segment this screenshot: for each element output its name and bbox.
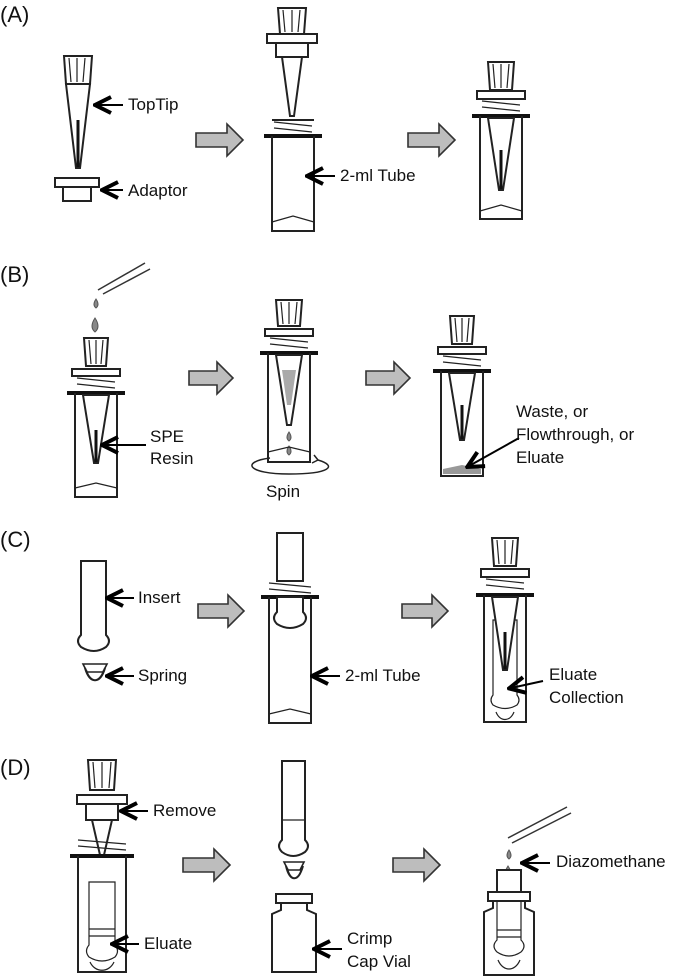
step-arrows <box>182 122 457 883</box>
vial-label-line1: Crimp <box>347 929 393 948</box>
outflow-label-line1: Waste, or <box>516 402 589 421</box>
tube-label-a: 2-ml Tube <box>340 166 416 185</box>
insert <box>77 560 110 652</box>
tube-b1 <box>67 337 125 498</box>
step-arrow-d2 <box>392 847 442 883</box>
panel-label-a: (A) <box>0 2 30 27</box>
insert-d2 <box>278 760 309 880</box>
tube-d1 <box>70 759 134 973</box>
resin-label-line2: Resin <box>150 449 194 468</box>
resin-label-line1: SPE <box>150 427 185 446</box>
step-arrow-a2 <box>407 122 457 158</box>
reagent-label: Diazomethane <box>556 852 666 871</box>
assembled-a3 <box>472 61 530 220</box>
collection-label-line2: Collection <box>549 688 624 707</box>
tube-c3 <box>476 537 534 723</box>
adaptor-label: Adaptor <box>128 181 188 200</box>
panel-a <box>54 7 530 232</box>
crimp-cap-vial <box>271 893 317 973</box>
step-arrow-c2 <box>401 593 450 629</box>
spring-label: Spring <box>138 666 188 685</box>
panel-label-c: (C) <box>0 527 31 552</box>
toptip-label: TopTip <box>128 95 179 114</box>
collection-label-line1: Eluate <box>549 665 598 684</box>
step-arrow-d1 <box>182 847 232 883</box>
step-arrow-b2 <box>365 360 412 396</box>
panel-label-b: (B) <box>0 262 30 287</box>
tube-label-c: 2-ml Tube <box>345 666 421 685</box>
tube-b3 <box>433 315 491 477</box>
outflow-label-line2: Flowthrough, or <box>516 425 635 444</box>
panel-label-d: (D) <box>0 755 31 780</box>
eluate-label: Eluate <box>144 934 193 953</box>
step-arrow-b1 <box>188 360 235 396</box>
toptip-a1 <box>62 55 94 169</box>
step-arrow-a1 <box>195 122 245 158</box>
panel-c <box>77 532 544 724</box>
vial-label-line2: Cap Vial <box>347 952 411 971</box>
outflow-label-line3: Eluate <box>516 448 565 467</box>
remove-label: Remove <box>153 801 217 820</box>
tube-c2 <box>261 532 319 724</box>
spin-label: Spin <box>266 482 301 501</box>
tube-b2 <box>251 299 330 475</box>
vial-d3 <box>483 869 535 976</box>
panel-d <box>70 759 572 976</box>
step-arrow-c1 <box>197 593 246 629</box>
insert-label: Insert <box>138 588 181 607</box>
toptip-a2 <box>266 7 318 117</box>
adaptor <box>54 177 100 202</box>
panel-b <box>67 262 520 498</box>
spring <box>81 663 109 682</box>
